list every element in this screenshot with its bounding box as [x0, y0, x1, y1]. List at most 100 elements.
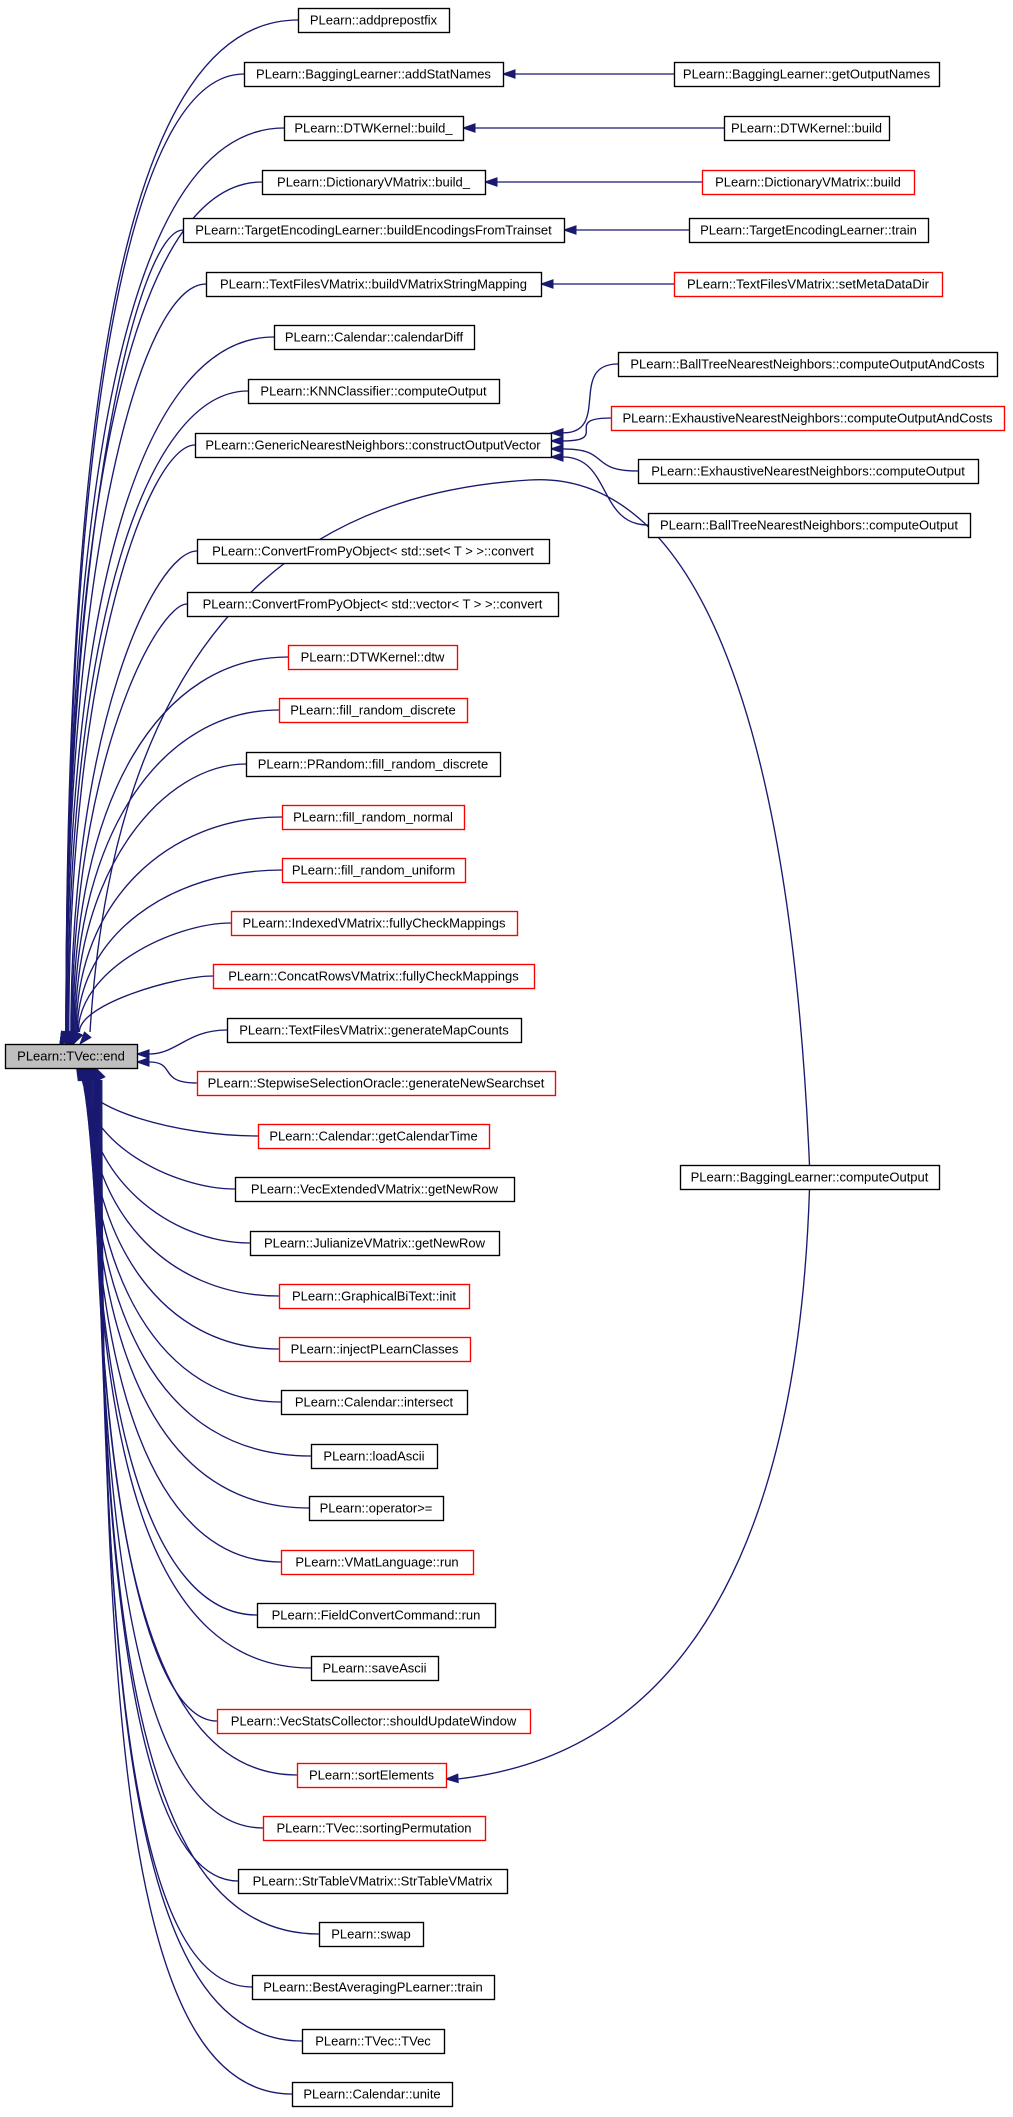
- edge-n39-to-root-arrowhead: [95, 1066, 106, 1082]
- node-box: [283, 115, 465, 142]
- function-node[interactable]: PLearn::PRandom::fill_random_discrete: [245, 751, 502, 778]
- node-box: [310, 1443, 439, 1470]
- function-node[interactable]: PLearn::JulianizeVMatrix::getNewRow: [249, 1230, 501, 1257]
- edge-n18-to-root-arrowhead: [72, 1030, 84, 1046]
- function-node[interactable]: PLearn::ConvertFromPyObject< std::vector…: [186, 591, 560, 618]
- function-node[interactable]: PLearn::sortElements: [296, 1762, 448, 1789]
- node-label: PLearn::BaggingLearner::getOutputNames: [683, 67, 931, 82]
- function-node[interactable]: PLearn::DTWKernel::build: [723, 115, 891, 142]
- edge-layer: [59, 19, 811, 2095]
- function-node[interactable]: PLearn::Calendar::intersect: [280, 1389, 469, 1416]
- function-node[interactable]: PLearn::BaggingLearner::getOutputNames: [673, 61, 941, 88]
- function-node[interactable]: PLearn::TargetEncodingLearner::train: [688, 217, 930, 244]
- function-node[interactable]: PLearn::operator>=: [308, 1495, 445, 1522]
- node-label: PLearn::TVec::TVec: [315, 2034, 431, 2049]
- edge-m6-to-n9: [562, 363, 619, 434]
- node-label: PLearn::FieldConvertCommand::run: [272, 1608, 481, 1623]
- function-node[interactable]: PLearn::GraphicalBiText::init: [278, 1283, 471, 1310]
- function-node[interactable]: PLearn::fill_random_discrete: [278, 697, 469, 724]
- function-node[interactable]: PLearn::BaggingLearner::computeOutput: [679, 1164, 941, 1191]
- edge-n37-to-root: [98, 1079, 253, 1988]
- function-node[interactable]: PLearn::TextFilesVMatrix::setMetaDataDir: [673, 271, 944, 298]
- function-node[interactable]: PLearn::injectPLearnClasses: [278, 1336, 472, 1363]
- function-node[interactable]: PLearn::ExhaustiveNearestNeighbors::comp…: [610, 405, 1006, 432]
- function-node[interactable]: PLearn::KNNClassifier::computeOutput: [247, 378, 501, 405]
- function-node[interactable]: PLearn::VecStatsCollector::shouldUpdateW…: [216, 1708, 532, 1735]
- function-node[interactable]: PLearn::VecExtendedVMatrix::getNewRow: [234, 1176, 516, 1203]
- edge-m10-to-n33: [457, 1188, 811, 1780]
- edge-m4-to-n5-arrowhead: [562, 225, 577, 235]
- node-box: [673, 271, 944, 298]
- function-node[interactable]: PLearn::BestAveragingPLearner::train: [251, 1974, 496, 2001]
- edge-n7-to-root: [65, 336, 275, 1033]
- edge-n14-to-root: [74, 763, 247, 1033]
- function-node[interactable]: PLearn::ExhaustiveNearestNeighbors::comp…: [637, 458, 980, 485]
- node-box: [234, 1176, 516, 1203]
- function-node[interactable]: PLearn::StepwiseSelectionOracle::generat…: [196, 1070, 557, 1097]
- function-node[interactable]: PLearn::Calendar::getCalendarTime: [257, 1123, 491, 1150]
- node-label: PLearn::Calendar::getCalendarTime: [269, 1129, 477, 1144]
- node-label: PLearn::fill_random_uniform: [292, 863, 455, 878]
- function-node[interactable]: PLearn::loadAscii: [310, 1443, 439, 1470]
- function-node[interactable]: PLearn::BallTreeNearestNeighbors::comput…: [647, 512, 972, 539]
- node-box: [610, 405, 1006, 432]
- node-box: [301, 2028, 446, 2055]
- function-node[interactable]: PLearn::BallTreeNearestNeighbors::comput…: [617, 351, 999, 378]
- function-node[interactable]: PLearn::DictionaryVMatrix::build_: [261, 169, 487, 196]
- edge-m9-to-n9: [562, 456, 649, 526]
- node-box: [297, 7, 451, 34]
- function-node[interactable]: PLearn::fill_random_uniform: [281, 857, 467, 884]
- node-box: [216, 1708, 532, 1735]
- node-box: [194, 432, 553, 459]
- function-node[interactable]: PLearn::Calendar::calendarDiff: [273, 324, 476, 351]
- function-node[interactable]: PLearn::StrTableVMatrix::StrTableVMatrix: [237, 1868, 509, 1895]
- node-box: [617, 351, 999, 378]
- function-node[interactable]: PLearn::saveAscii: [310, 1655, 440, 1682]
- function-node[interactable]: PLearn::TVec::sortingPermutation: [262, 1815, 487, 1842]
- function-node[interactable]: PLearn::IndexedVMatrix::fullyCheckMappin…: [230, 910, 519, 937]
- node-box: [281, 857, 467, 884]
- edge-n15-to-root: [75, 816, 283, 1033]
- node-box: [256, 1602, 497, 1629]
- node-box: [679, 1164, 941, 1191]
- edge-n19-to-root-arrowhead: [135, 1049, 150, 1059]
- function-node[interactable]: PLearn::ConcatRowsVMatrix::fullyCheckMap…: [212, 963, 536, 990]
- function-node[interactable]: PLearn::GenericNearestNeighbors::constru…: [194, 432, 553, 459]
- edge-m7-to-n9-arrowhead: [549, 436, 564, 446]
- function-node[interactable]: PLearn::Calendar::unite: [291, 2081, 454, 2108]
- function-node[interactable]: PLearn::TextFilesVMatrix::generateMapCou…: [226, 1017, 523, 1044]
- edge-m8-to-n9-arrowhead: [549, 443, 564, 454]
- edge-n8-to-root: [67, 390, 249, 1033]
- node-label: PLearn::KNNClassifier::computeOutput: [260, 384, 487, 399]
- function-node[interactable]: PLearn::fill_random_normal: [281, 804, 466, 831]
- function-node[interactable]: PLearn::TVec::TVec: [301, 2028, 446, 2055]
- node-box: [280, 1389, 469, 1416]
- edge-n13-to-root: [73, 709, 280, 1033]
- node-box: [196, 1070, 557, 1097]
- node-label: PLearn::BaggingLearner::addStatNames: [256, 67, 491, 82]
- function-node[interactable]: PLearn::FieldConvertCommand::run: [256, 1602, 497, 1629]
- edge-m7-to-n9: [562, 417, 612, 442]
- node-label: PLearn::StrTableVMatrix::StrTableVMatrix: [253, 1874, 493, 1889]
- function-node[interactable]: PLearn::BaggingLearner::addStatNames: [243, 61, 505, 88]
- node-box: [318, 1921, 425, 1948]
- function-node[interactable]: PLearn::DictionaryVMatrix::build: [701, 169, 916, 196]
- function-node[interactable]: PLearn::DTWKernel::dtw: [287, 644, 459, 671]
- node-label: PLearn::TargetEncodingLearner::train: [700, 223, 917, 238]
- node-box: [251, 1974, 496, 2001]
- root-node[interactable]: PLearn::TVec::end: [4, 1043, 139, 1070]
- node-label: PLearn::injectPLearnClasses: [291, 1342, 459, 1357]
- node-box: [257, 1123, 491, 1150]
- node-label: PLearn::Calendar::calendarDiff: [285, 330, 464, 345]
- node-label: PLearn::TargetEncodingLearner::buildEnco…: [195, 223, 552, 238]
- function-node[interactable]: PLearn::addprepostfix: [297, 7, 451, 34]
- function-node[interactable]: PLearn::TextFilesVMatrix::buildVMatrixSt…: [205, 271, 543, 298]
- node-label: PLearn::ExhaustiveNearestNeighbors::comp…: [651, 464, 965, 479]
- node-label: PLearn::saveAscii: [322, 1661, 426, 1676]
- function-node[interactable]: PLearn::VMatLanguage::run: [280, 1549, 475, 1576]
- function-node[interactable]: PLearn::ConvertFromPyObject< std::set< T…: [196, 538, 551, 565]
- edge-n9-to-root: [68, 444, 196, 1033]
- function-node[interactable]: PLearn::DTWKernel::build_: [283, 115, 465, 142]
- function-node[interactable]: PLearn::TargetEncodingLearner::buildEnco…: [182, 217, 566, 244]
- function-node[interactable]: PLearn::swap: [318, 1921, 425, 1948]
